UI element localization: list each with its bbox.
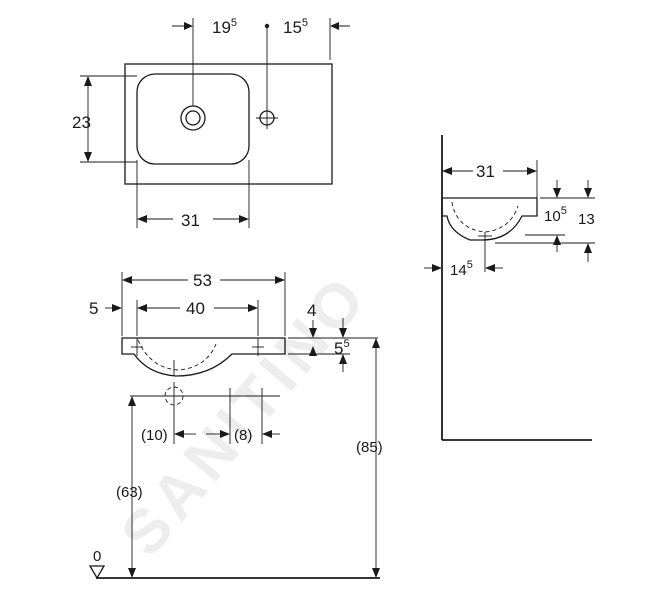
dim-tap-offset: 195 <box>212 17 237 37</box>
front-dim-rim-thickness: 4 <box>307 301 316 320</box>
side-arrow-b-bottom <box>584 243 592 253</box>
side-arrow-wall-left <box>432 264 442 272</box>
arrow-drain <box>184 22 193 30</box>
front-dim-height-total: (85) <box>356 439 383 456</box>
front-basin-profile <box>121 337 286 377</box>
side-dim-wall-offset: 145 <box>450 259 473 279</box>
side-arrow-width-left <box>442 167 452 175</box>
drain-outer <box>180 105 206 131</box>
side-arrow-wall-right <box>485 264 495 272</box>
front-arrow-drain-height-bottom <box>128 568 136 578</box>
side-dim-basin-width: 31 <box>476 162 495 181</box>
front-bowl-hidden <box>137 339 217 371</box>
front-arrow-drain-height-top <box>128 396 136 406</box>
tap-ref-dot <box>264 23 270 29</box>
dim-depth: 23 <box>72 113 91 132</box>
arrow-depth-top <box>84 76 92 86</box>
front-arrow-rim-bottom <box>309 346 317 356</box>
front-arrow-drop-top <box>339 328 347 338</box>
front-arrow-total-right <box>275 276 285 284</box>
front-arrow-drop-bottom <box>339 354 347 364</box>
front-arrow-total-left <box>122 276 132 284</box>
dim-basin-width: 31 <box>181 211 200 230</box>
dim-edge-offset: 155 <box>283 17 308 37</box>
side-arrow-a-bottom <box>553 235 561 245</box>
front-arrow-left-edge <box>112 304 122 312</box>
front-arrow-tap1-left <box>174 430 184 438</box>
arrow-depth-bottom <box>84 152 92 162</box>
front-dim-tap-left: (10) <box>141 427 168 444</box>
side-arrow-a-top <box>553 188 561 198</box>
front-arrow-inner-right <box>248 304 258 312</box>
side-dim-depth-a: 105 <box>544 205 567 225</box>
front-arrow-rim-top <box>309 328 317 338</box>
floor-level-label: 0 <box>93 548 101 565</box>
top-view: 195 155 23 31 <box>72 17 350 230</box>
front-dim-total-width: 53 <box>193 271 212 290</box>
side-basin-profile <box>441 197 538 241</box>
watermark: SANITINO <box>108 261 382 569</box>
arrow-width-left <box>137 215 147 223</box>
arrow-width-right <box>239 215 249 223</box>
side-arrow-width-right <box>527 167 537 175</box>
front-arrow-total-height-top <box>372 338 380 348</box>
front-dim-rim-drop: 55 <box>334 338 350 358</box>
front-arrow-inner-left <box>137 304 147 312</box>
front-arrow-tap2 <box>262 430 272 438</box>
drain-inner <box>185 110 201 126</box>
front-arrow-total-height-bottom <box>372 568 380 578</box>
side-view: 31 105 13 145 <box>424 135 595 441</box>
side-bowl-hidden <box>451 201 519 233</box>
front-dim-tap-right: (8) <box>234 427 252 444</box>
front-arrow-tap1-right <box>220 430 230 438</box>
front-dim-height-drain: (63) <box>116 484 143 501</box>
side-arrow-b-top <box>584 188 592 198</box>
front-dim-left-edge: 5 <box>89 299 98 318</box>
side-dim-depth-b: 13 <box>578 211 595 228</box>
front-dim-inner-width: 40 <box>186 299 205 318</box>
top-view-outline <box>124 63 333 185</box>
front-view: 53 40 5 4 55 (10 <box>88 271 383 580</box>
floor-level-marker <box>88 565 106 580</box>
arrow-edge <box>330 22 339 30</box>
